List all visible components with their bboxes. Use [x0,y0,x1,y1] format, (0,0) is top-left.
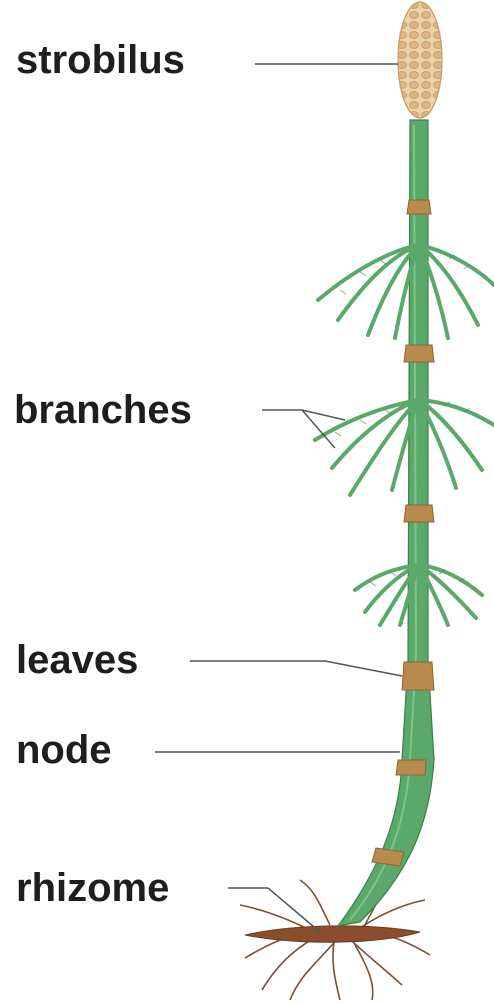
rhizome [245,926,420,942]
stem [338,120,434,926]
branch-whorl-1 [318,245,494,338]
leaves-label: leaves [16,640,138,680]
leaves-sheath [402,662,434,690]
strobilus-label: strobilus [16,40,185,80]
branches-label: branches [14,390,192,430]
leader-lines [155,64,402,932]
rhizome-leader-end [268,888,320,932]
strobilus-cone [398,2,442,118]
node-label: node [16,730,112,770]
rhizome-label: rhizome [16,868,169,908]
branch-whorl-2 [315,400,494,495]
leaves-leader-end [325,661,402,676]
